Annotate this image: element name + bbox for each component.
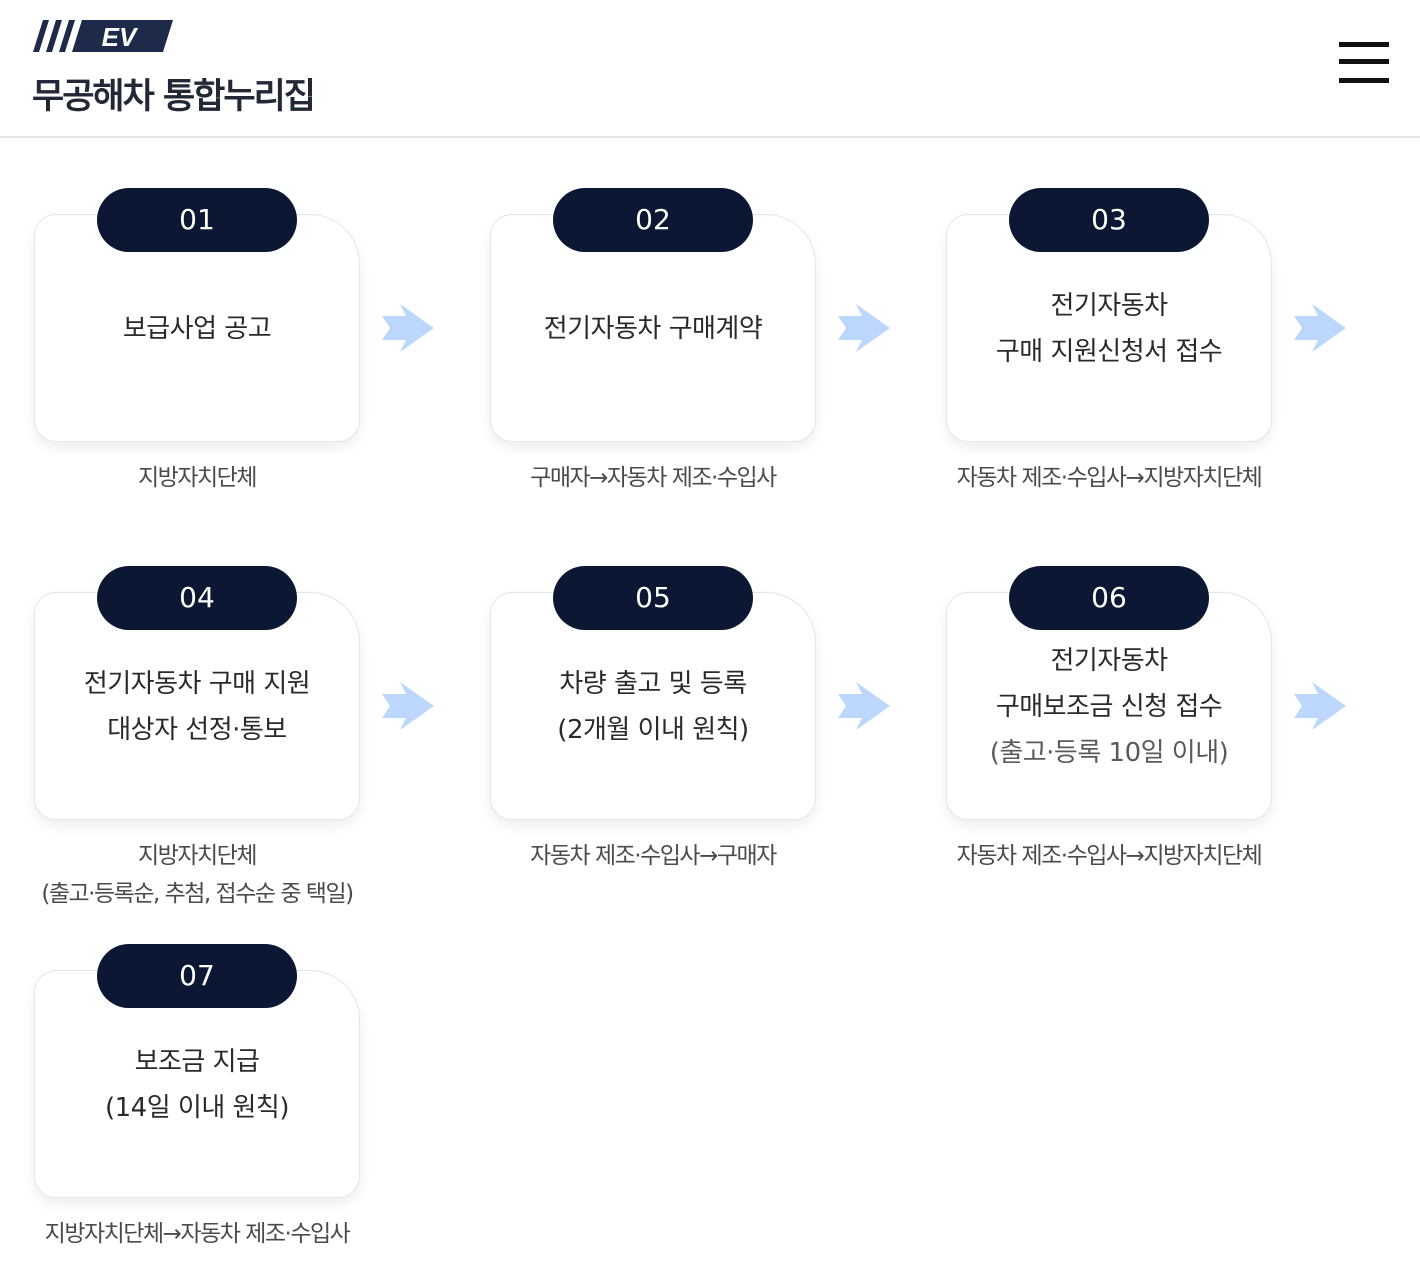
actor-line: 지방자치단체 xyxy=(138,465,257,491)
arrow-right-icon xyxy=(1294,304,1346,352)
step-04: 04 전기자동차 구매 지원 대상자 선정·통보 xyxy=(34,566,360,820)
step-title-line: 전기자동차 xyxy=(1050,646,1168,676)
step-title-line: 차량 출고 및 등록 xyxy=(559,669,747,699)
arrow-right-icon xyxy=(382,682,434,730)
step-card: 전기자동차 구매 지원신청서 접수 xyxy=(946,214,1272,442)
step-title-line: 대상자 선정·통보 xyxy=(107,715,287,745)
step-card: 전기자동차 구매 지원 대상자 선정·통보 xyxy=(34,592,360,820)
actor-line: 지방자치단체→자동차 제조·수입사 xyxy=(44,1221,351,1247)
step-card: 전기자동차 구매계약 xyxy=(490,214,816,442)
step-02: 02 전기자동차 구매계약 xyxy=(490,188,816,442)
actor-line: 자동차 제조·수입사→구매자 xyxy=(530,843,777,869)
step-number-badge: 07 xyxy=(97,944,297,1008)
step-number-badge: 04 xyxy=(97,566,297,630)
arrow-right-icon xyxy=(382,304,434,352)
step-05: 05 차량 출고 및 등록 (2개월 이내 원칙) xyxy=(490,566,816,820)
ev-logo-icon[interactable]: EV xyxy=(33,20,173,52)
step-05-actor: 자동차 제조·수입사→구매자 xyxy=(443,837,863,875)
step-number-badge: 02 xyxy=(553,188,753,252)
step-number-badge: 06 xyxy=(1009,566,1209,630)
step-title-line: 구매보조금 신청 접수 xyxy=(995,692,1223,722)
step-title-line: 보조금 지급 xyxy=(134,1047,260,1077)
step-title-line: 전기자동차 구매 지원 xyxy=(83,669,311,699)
step-title-line: 전기자동차 구매계약 xyxy=(543,314,763,344)
step-card: 보조금 지급 (14일 이내 원칙) xyxy=(34,970,360,1198)
site-header: EV 무공해차 통합누리집 xyxy=(0,0,1420,138)
actor-line: 지방자치단체 xyxy=(138,843,257,869)
step-card: 보급사업 공고 xyxy=(34,214,360,442)
logo-badge-text: EV xyxy=(102,22,139,52)
step-title-line: (2개월 이내 원칙) xyxy=(557,715,749,745)
step-title-line: (14일 이내 원칙) xyxy=(104,1093,290,1123)
actor-line: 구매자→자동차 제조·수입사 xyxy=(530,465,777,491)
menu-bar xyxy=(1339,59,1389,64)
arrow-right-icon xyxy=(838,304,890,352)
step-title-line: 보급사업 공고 xyxy=(122,314,272,344)
actor-line: 자동차 제조·수입사→지방자치단체 xyxy=(956,465,1263,491)
arrow-right-icon xyxy=(838,682,890,730)
site-title[interactable]: 무공해차 통합누리집 xyxy=(32,77,316,117)
actor-line: 자동차 제조·수입사→지방자치단체 xyxy=(956,843,1263,869)
actor-line: (출고·등록순, 추첨, 접수순 중 택일) xyxy=(41,881,354,907)
step-06: 06 전기자동차 구매보조금 신청 접수 (출고·등록 10일 이내) xyxy=(946,566,1272,820)
arrow-right-icon xyxy=(1294,682,1346,730)
step-title-line: 전기자동차 xyxy=(1050,291,1168,321)
step-01-actor: 지방자치단체 xyxy=(0,459,407,497)
menu-bar xyxy=(1339,42,1389,47)
step-03: 03 전기자동차 구매 지원신청서 접수 xyxy=(946,188,1272,442)
step-01: 01 보급사업 공고 xyxy=(34,188,360,442)
step-07: 07 보조금 지급 (14일 이내 원칙) xyxy=(34,944,360,1198)
step-number-badge: 03 xyxy=(1009,188,1209,252)
hamburger-menu-icon[interactable] xyxy=(1336,38,1392,88)
step-03-actor: 자동차 제조·수입사→지방자치단체 xyxy=(899,459,1319,497)
step-note-line: (출고·등록 10일 이내) xyxy=(989,738,1229,768)
step-07-actor: 지방자치단체→자동차 제조·수입사 xyxy=(0,1215,407,1253)
step-card: 차량 출고 및 등록 (2개월 이내 원칙) xyxy=(490,592,816,820)
step-title-line: 구매 지원신청서 접수 xyxy=(995,337,1223,367)
step-number-badge: 05 xyxy=(553,566,753,630)
step-02-actor: 구매자→자동차 제조·수입사 xyxy=(443,459,863,497)
step-06-actor: 자동차 제조·수입사→지방자치단체 xyxy=(899,837,1319,875)
menu-bar xyxy=(1339,78,1389,83)
step-04-actor: 지방자치단체 (출고·등록순, 추첨, 접수순 중 택일) xyxy=(0,837,407,913)
step-number-badge: 01 xyxy=(97,188,297,252)
